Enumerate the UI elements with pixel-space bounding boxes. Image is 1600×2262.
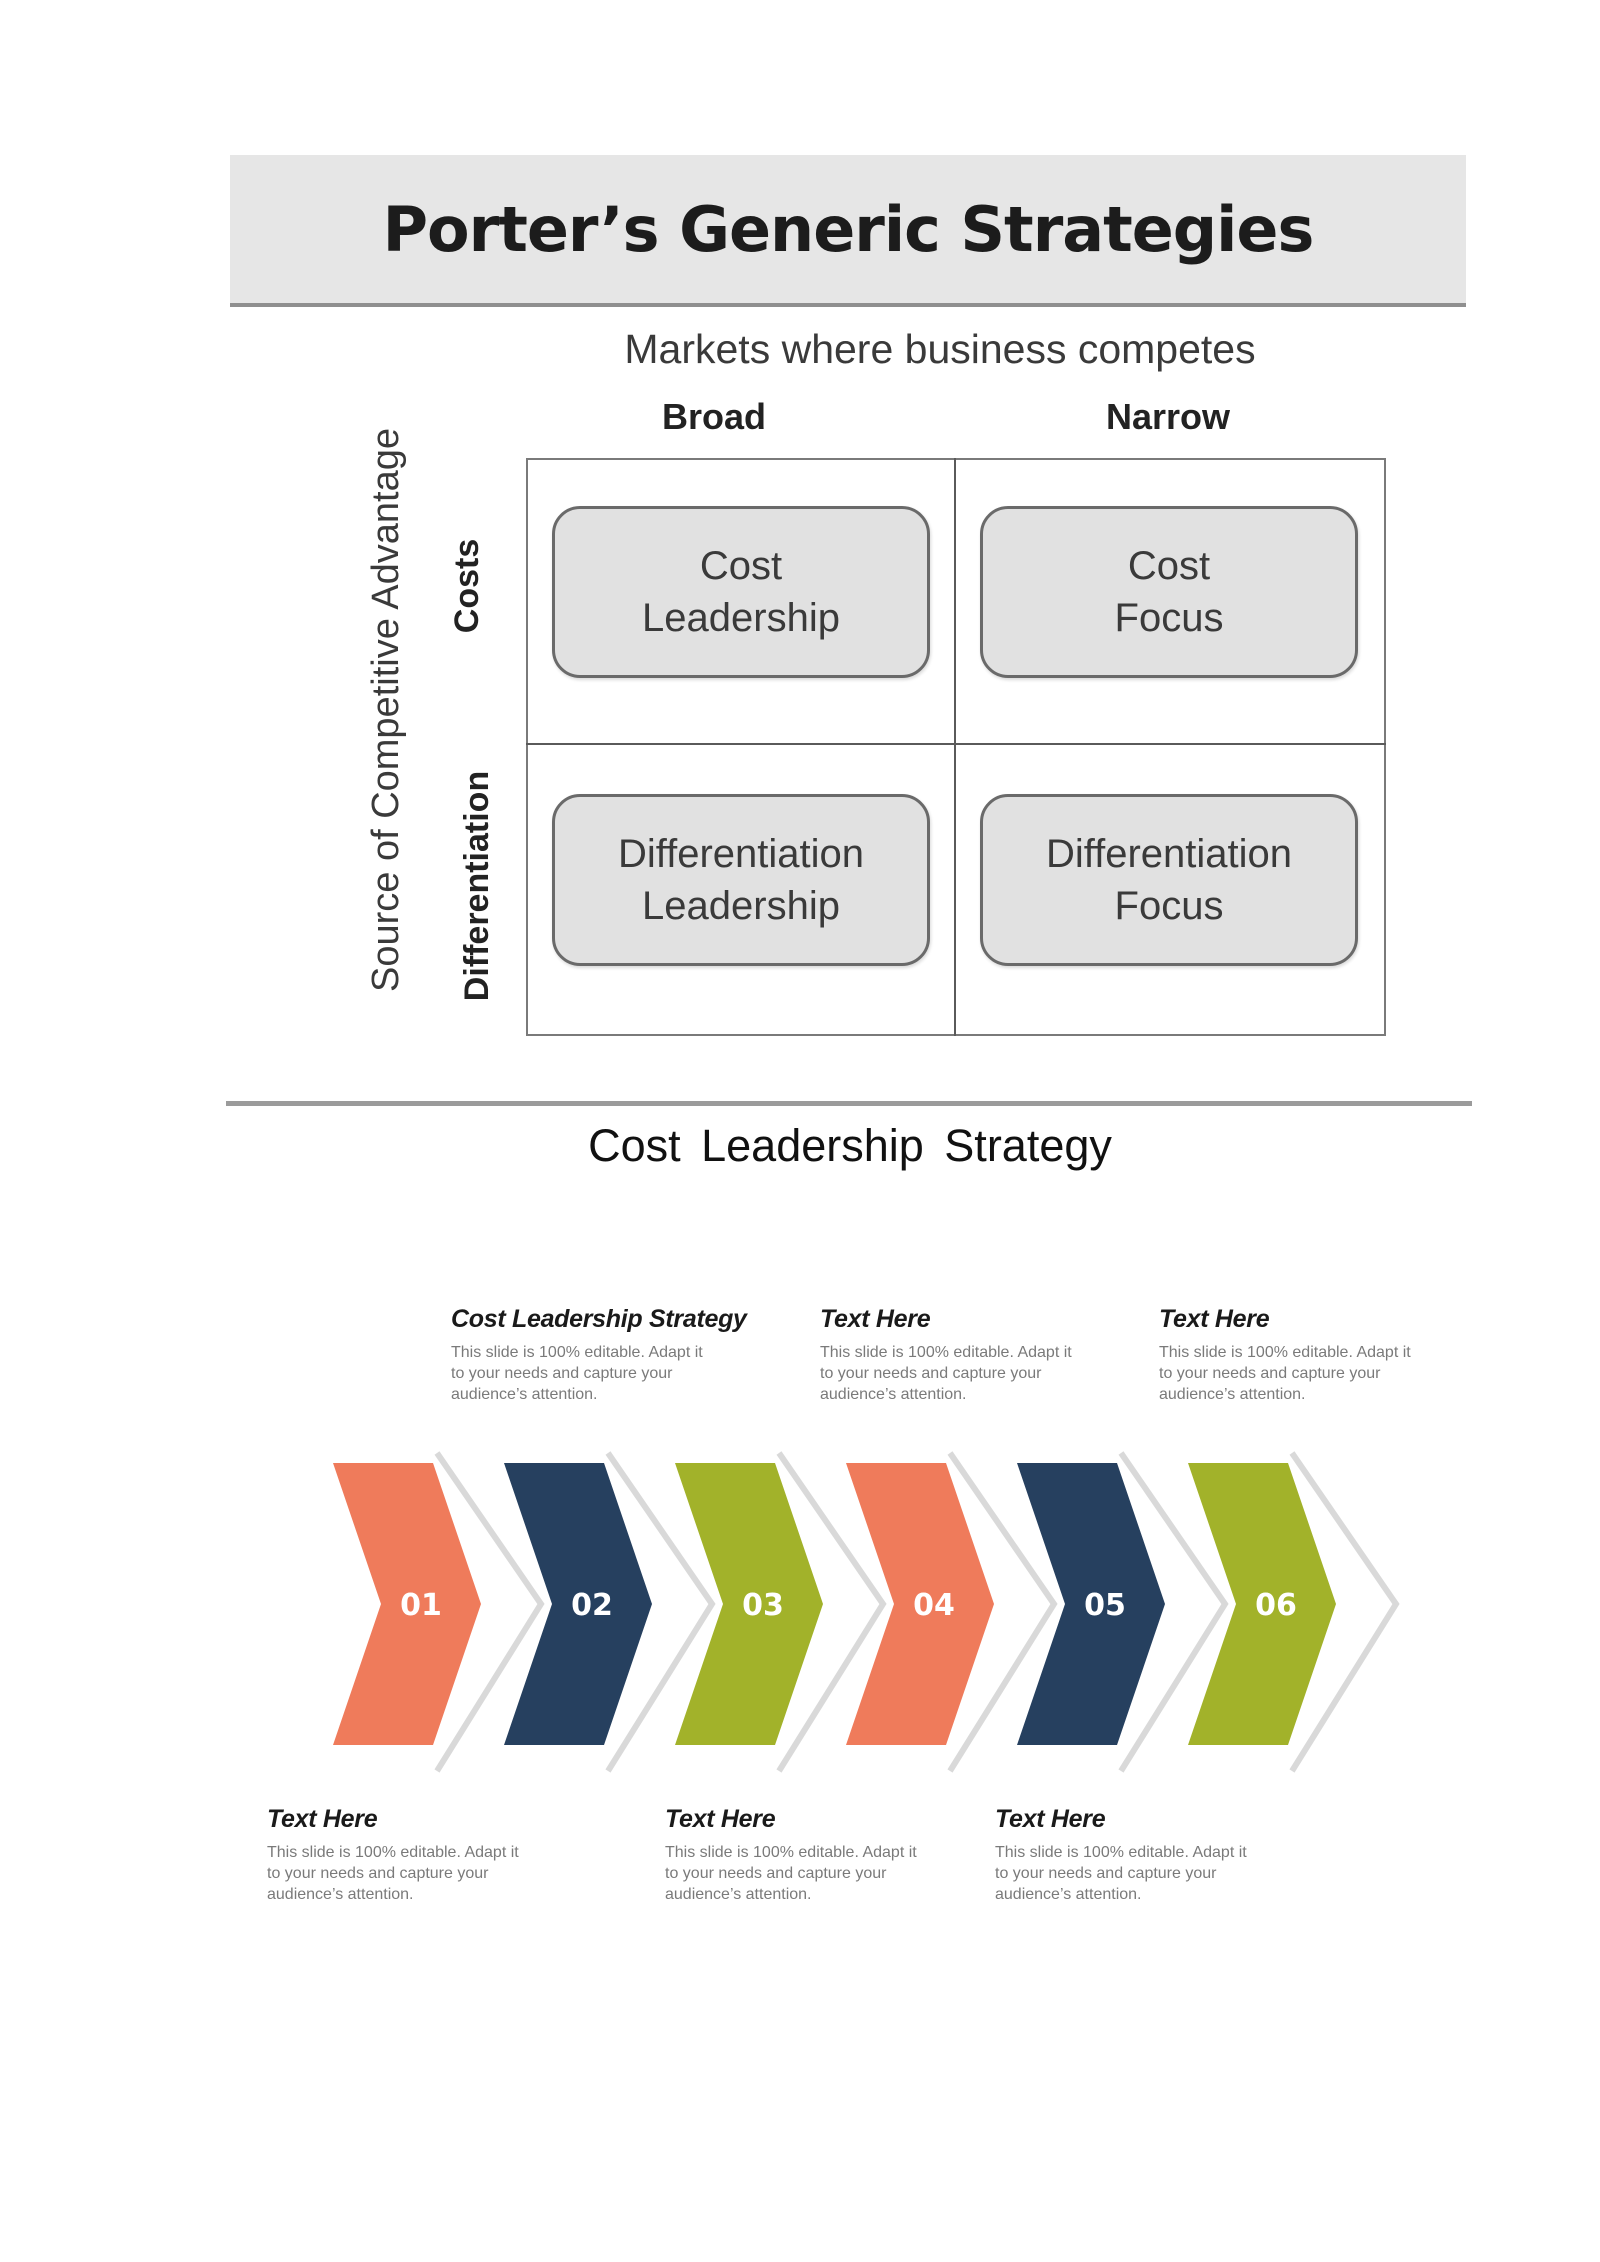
differentiation-leadership-box: Differentiation Leadership	[552, 794, 930, 966]
section-divider	[226, 1101, 1472, 1106]
step-note-heading: Text Here	[820, 1305, 931, 1333]
chevron-step-number: 01	[400, 1588, 442, 1623]
step-note-body: This slide is 100% editable. Adapt it to…	[995, 1844, 1247, 1903]
cost-leadership-box: Cost Leadership	[552, 506, 930, 678]
title-bar: Porter’s Generic Strategies	[230, 155, 1466, 307]
chevron-step-4	[846, 1463, 994, 1745]
step-note-body: This slide is 100% editable. Adapt it to…	[451, 1344, 703, 1403]
differentiation-focus-label: Differentiation Focus	[1045, 832, 1293, 928]
porter-title: Porter’s Generic Strategies	[382, 192, 1315, 266]
cost-focus-label: Cost Focus	[1114, 544, 1224, 640]
chevron-shadow	[1289, 1451, 1400, 1773]
step-note-3: Text Here This slide is 100% editable. A…	[820, 1305, 1085, 1405]
step-note-heading: Text Here	[995, 1805, 1106, 1833]
chevron-shadow	[1118, 1451, 1229, 1773]
chevron-step-number: 06	[1255, 1588, 1297, 1623]
chevron-step-number: 04	[913, 1588, 955, 1623]
chevron-step-1	[333, 1463, 481, 1745]
cost-leadership-label: Cost Leadership	[642, 544, 840, 640]
cost-focus-box: Cost Focus	[980, 506, 1358, 678]
chevron-shadow	[947, 1451, 1058, 1773]
chevron-shadow	[605, 1451, 716, 1773]
column-header-narrow: Narrow	[1105, 396, 1231, 437]
step-note-heading: Cost Leadership Strategy	[451, 1305, 747, 1333]
step-note-5: Text Here This slide is 100% editable. A…	[1159, 1305, 1424, 1405]
step-note-heading: Text Here	[267, 1805, 378, 1833]
step-note-4: Text Here This slide is 100% editable. A…	[665, 1805, 930, 1905]
step-note-1: Cost Leadership Strategy This slide is 1…	[451, 1305, 747, 1405]
chevron-step-5	[1017, 1463, 1165, 1745]
differentiation-focus-box: Differentiation Focus	[980, 794, 1358, 966]
chevron-shadow	[776, 1451, 887, 1773]
step-note-body: This slide is 100% editable. Adapt it to…	[1159, 1344, 1411, 1403]
market-axis-label: Markets where business competes	[624, 326, 1256, 372]
step-note-6: Text Here This slide is 100% editable. A…	[995, 1805, 1260, 1905]
chevron-step-number: 02	[571, 1588, 613, 1623]
differentiation-leadership-label: Differentiation Leadership	[617, 832, 865, 928]
grid-divider-vertical	[954, 458, 956, 1036]
matrix-grid	[526, 458, 1386, 1036]
chevron-shadow	[434, 1451, 545, 1773]
step-note-heading: Text Here	[665, 1805, 776, 1833]
chevron-step-3	[675, 1463, 823, 1745]
grid-divider-horizontal	[526, 743, 1386, 745]
step-note-heading: Text Here	[1159, 1305, 1270, 1333]
column-header-broad: Broad	[661, 396, 766, 437]
chevron-step-number: 05	[1084, 1588, 1126, 1623]
step-note-body: This slide is 100% editable. Adapt it to…	[820, 1344, 1072, 1403]
step-note-2: Text Here This slide is 100% editable. A…	[267, 1805, 532, 1905]
chevron-step-6	[1188, 1463, 1336, 1745]
cost-leadership-title: Cost Leadership Strategy	[588, 1120, 1112, 1171]
chevron-step-number: 03	[742, 1588, 784, 1623]
step-note-body: This slide is 100% editable. Adapt it to…	[665, 1844, 917, 1903]
chevron-step-2	[504, 1463, 652, 1745]
step-note-body: This slide is 100% editable. Adapt it to…	[267, 1844, 519, 1903]
